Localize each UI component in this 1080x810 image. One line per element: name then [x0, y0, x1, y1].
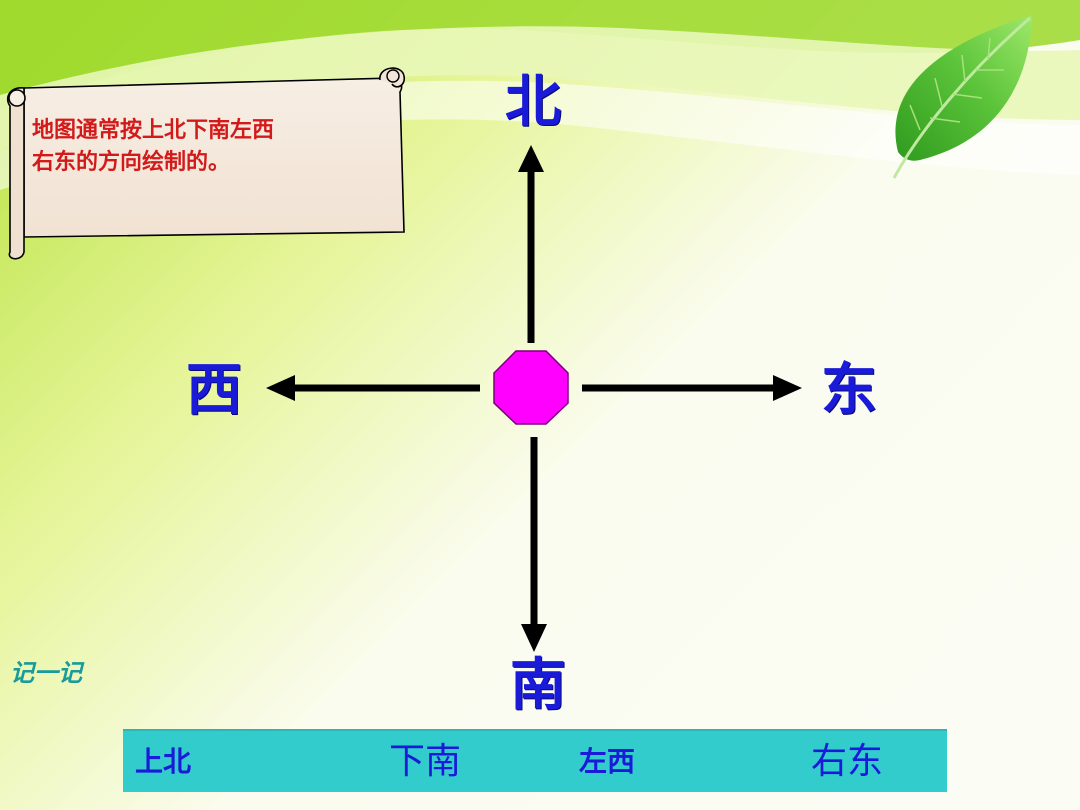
east-label: 东 — [821, 358, 877, 423]
south-arrowhead — [521, 624, 547, 652]
summary-bar: 上北 下南 左西 右东 — [123, 729, 947, 792]
north-arrowhead — [518, 145, 544, 172]
remember-label: 记一记 — [10, 659, 82, 687]
scroll-icon — [6, 67, 406, 260]
summary-item-west: 左西 — [579, 745, 636, 778]
east-arrowhead — [773, 375, 802, 401]
north-label: 北 — [505, 70, 561, 135]
note-line-1: 地图通常按上北下南左西 — [32, 117, 275, 143]
center-octagon — [493, 350, 569, 425]
note-text: 地图通常按上北下南左西 右东的方向绘制的。 — [32, 114, 382, 178]
note-line-2: 右东的方向绘制的。 — [32, 149, 231, 175]
south-label: 南 — [510, 653, 566, 718]
summary-item-east: 右东 — [811, 741, 884, 782]
leaf-icon — [892, 15, 1032, 179]
summary-item-south: 下南 — [389, 741, 462, 782]
west-label: 西 — [186, 358, 242, 423]
west-arrowhead — [266, 375, 295, 401]
summary-item-north: 上北 — [135, 745, 192, 778]
